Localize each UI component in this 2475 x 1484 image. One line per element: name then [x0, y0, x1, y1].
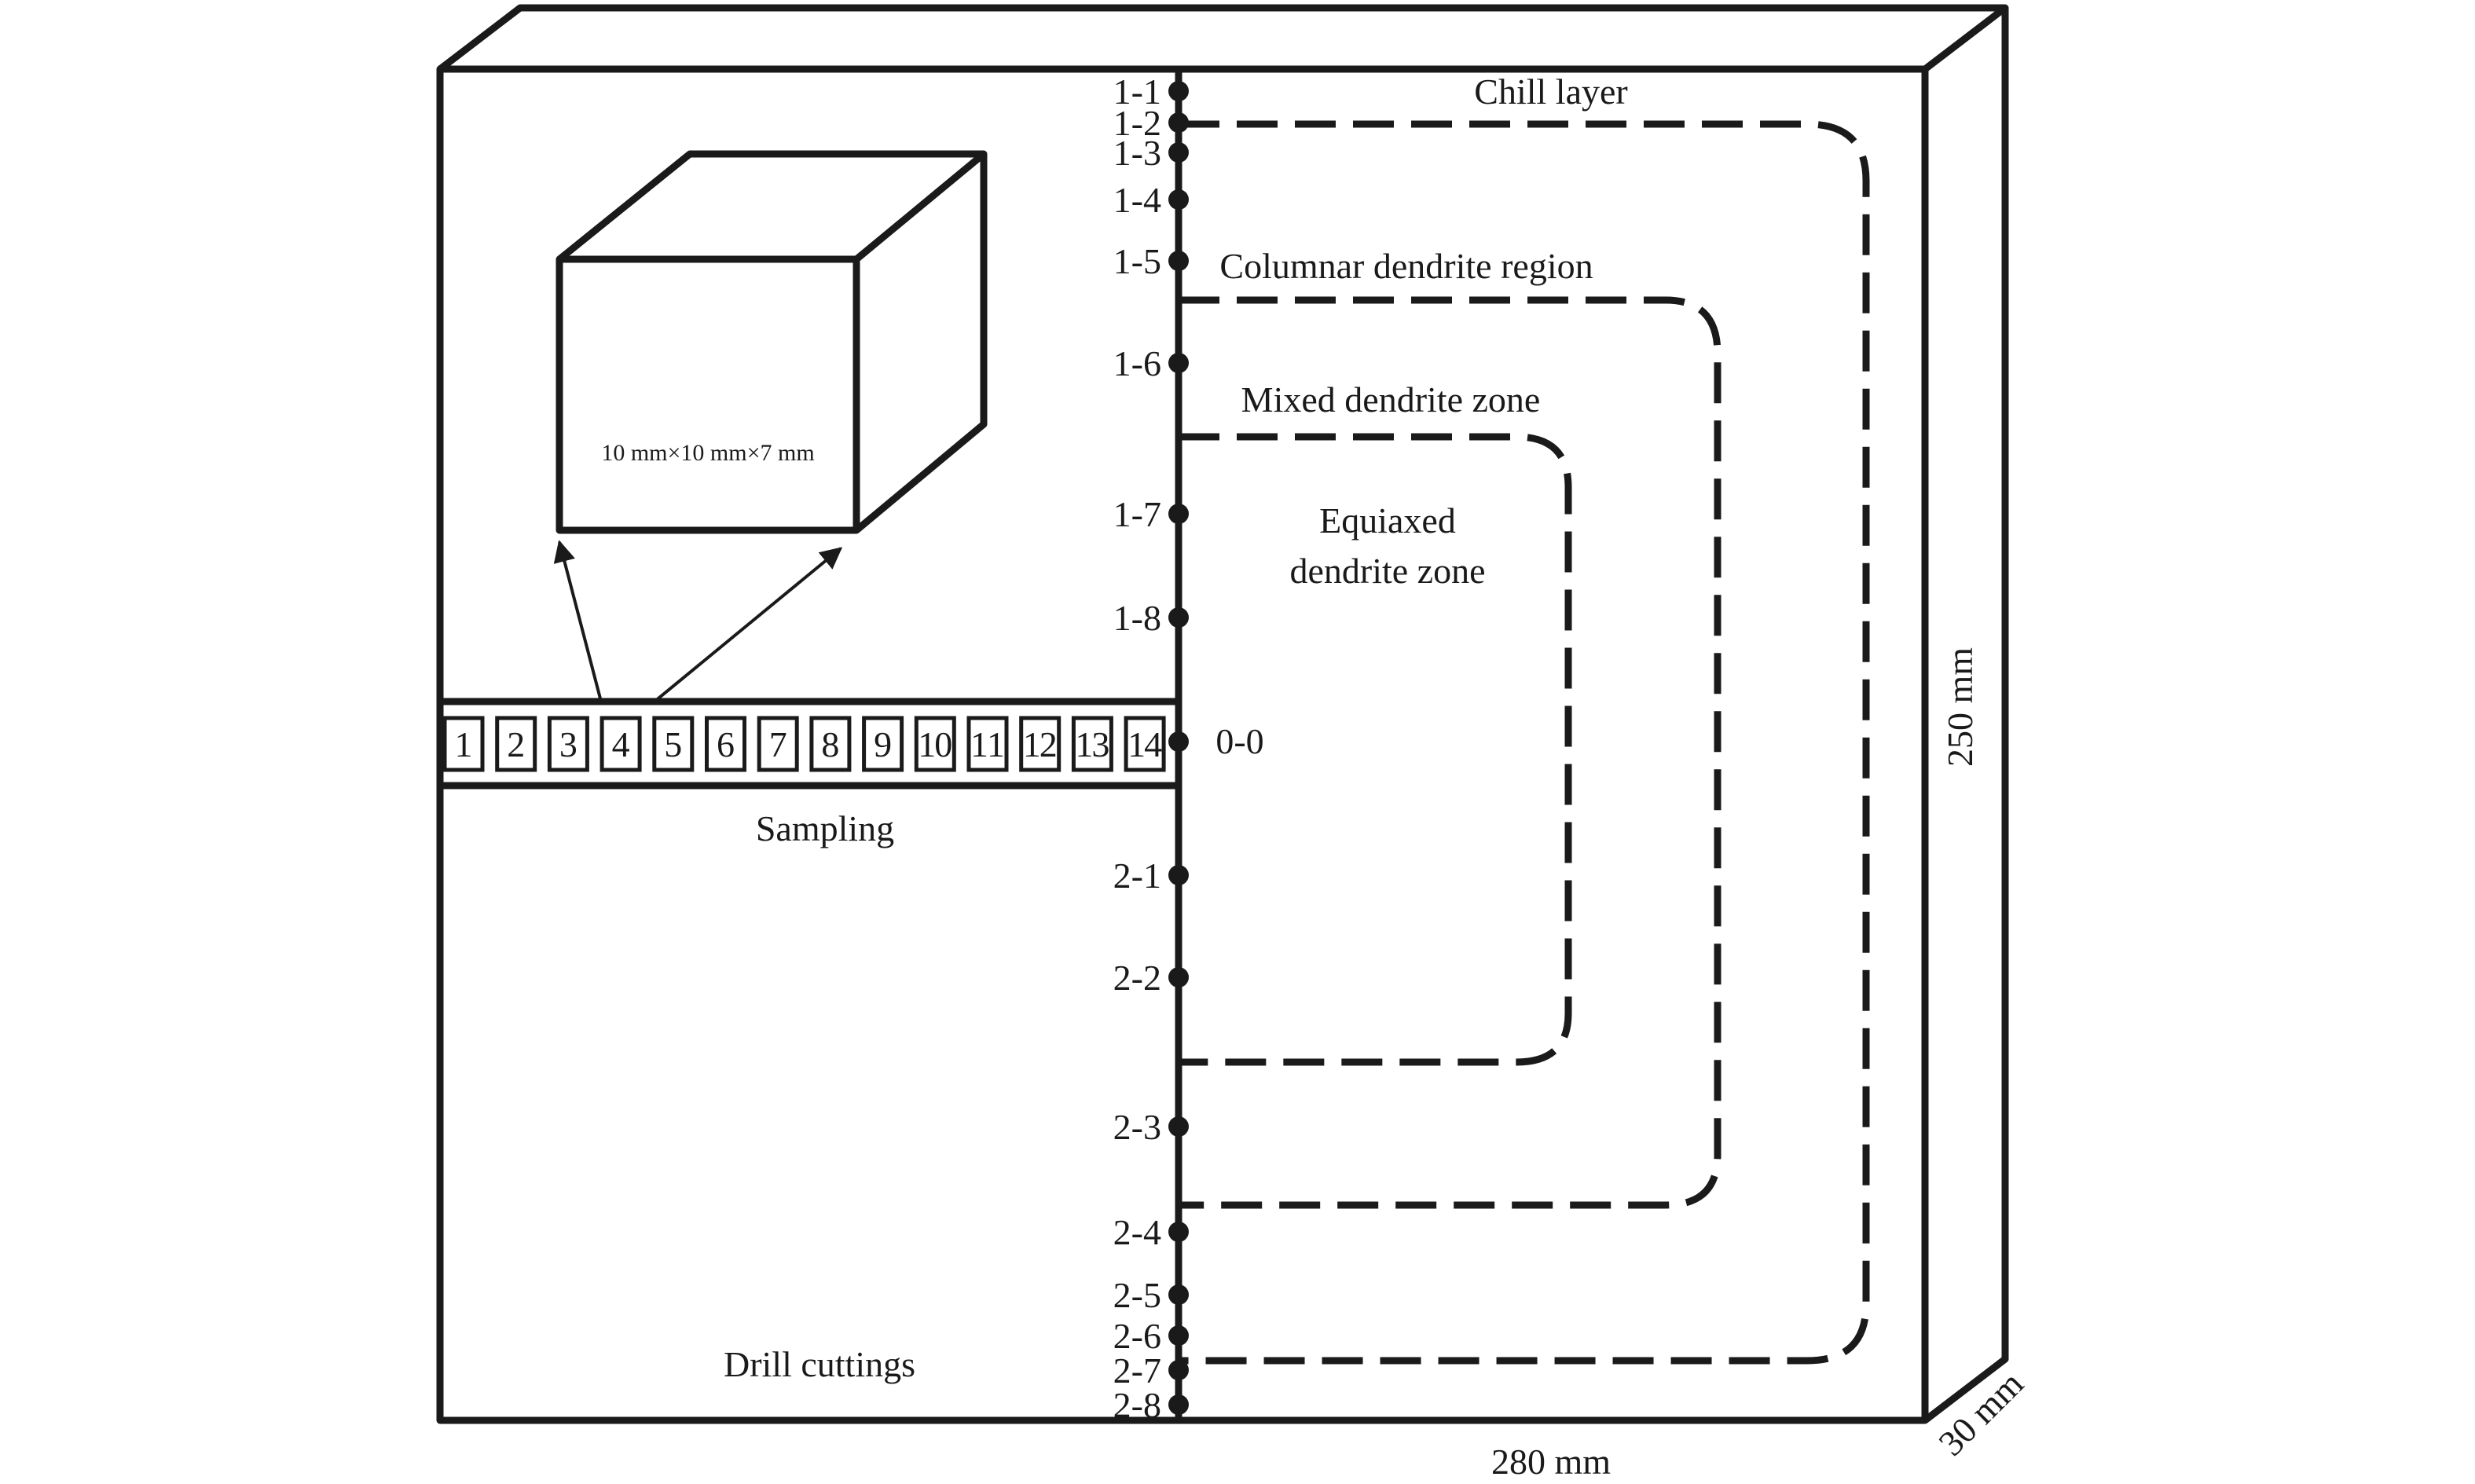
slab-top-face: [438, 4, 2009, 72]
sampling-point-lower-marker: [1168, 1222, 1189, 1242]
slab-front-face: [436, 65, 1929, 1424]
sample-cell-label: 4: [612, 724, 630, 764]
sample-cell-label: 2: [507, 724, 525, 764]
sample-cell-label: 6: [717, 724, 735, 764]
columnar-region-boundary: [1179, 296, 1722, 1209]
sampling-point-upper-marker: [1168, 142, 1189, 163]
chill-layer-boundary: [1179, 120, 1870, 1365]
sampling-point-lower-label: 2-5: [1113, 1275, 1161, 1315]
sampling-point-lower-label: 2-4: [1113, 1212, 1161, 1252]
sample-cell-box: [600, 716, 642, 772]
sampling-point-upper-marker: [1168, 112, 1189, 133]
sampling-point-upper-marker: [1168, 189, 1189, 210]
chill-layer-label: Chill layer: [1474, 71, 1627, 112]
sample-cell-box: [442, 716, 485, 772]
sampling-point-upper-label: 1-5: [1113, 241, 1161, 281]
sample-cell-label: 7: [769, 724, 787, 764]
sampling-point-lower-label: 2-3: [1113, 1107, 1161, 1147]
sampling-point-center-marker: [1168, 731, 1189, 752]
sample-cell-box: [757, 716, 799, 772]
cube-side-face: [854, 154, 988, 533]
sampling-point-upper-label: 1-8: [1113, 598, 1161, 638]
mixed-zone-label: Mixed dendrite zone: [1241, 379, 1541, 420]
width-dimension-label: 280 mm: [1491, 1442, 1611, 1480]
equiaxed-zone-label-line1: Equiaxed: [1319, 500, 1456, 540]
sample-cell-label: 14: [1128, 724, 1162, 764]
sampling-point-upper-marker: [1168, 251, 1189, 271]
sampling-point-lower-label: 2-2: [1113, 958, 1161, 998]
sampling-point-lower-label: 2-6: [1113, 1316, 1161, 1356]
sample-cube: [556, 150, 988, 534]
sampling-point-upper-label: 1-3: [1113, 133, 1161, 173]
sample-cell-label: 5: [664, 724, 682, 764]
sampling-point-upper-marker: [1168, 81, 1189, 101]
sample-cell-label: 11: [970, 724, 1005, 764]
arrow-left: [553, 540, 603, 702]
sampling-point-lower-label: 2-8: [1113, 1385, 1161, 1425]
sample-cell-box: [966, 716, 1009, 772]
sampling-point-lower-marker: [1168, 865, 1189, 885]
sampling-point-lower-marker: [1168, 1116, 1189, 1137]
sample-cell-box: [652, 716, 695, 772]
sample-cell-label: 10: [918, 724, 952, 764]
sampling-point-lower-label: 2-7: [1113, 1350, 1161, 1391]
sampling-point-lower-marker: [1168, 1394, 1189, 1415]
sample-cell-box: [705, 716, 746, 772]
sampling-label: Sampling: [756, 808, 894, 848]
sampling-point-upper-marker: [1168, 353, 1189, 373]
sampling-point-upper-marker: [1168, 504, 1189, 524]
sample-cell-label: 12: [1023, 724, 1058, 764]
sampling-point-upper-label: 1-6: [1113, 343, 1161, 383]
sample-cell-box: [862, 716, 904, 772]
arrow-right: [653, 547, 843, 703]
equiaxed-zone-label-line2: dendrite zone: [1289, 551, 1485, 591]
sampling-point-lower-label: 2-1: [1113, 856, 1161, 896]
sampling-point-lower-marker: [1168, 1325, 1189, 1346]
sample-cell-label: 3: [559, 724, 578, 764]
sample-cell-box: [495, 716, 537, 772]
sampling-point-upper-label: 1-4: [1113, 180, 1161, 220]
columnar-region-label: Columnar dendrite region: [1219, 246, 1593, 286]
cube-size-label: 10 mm×10 mm×7 mm: [601, 440, 814, 466]
sampling-point-upper-label: 1-1: [1113, 71, 1161, 112]
sample-cell-box: [1124, 716, 1166, 772]
height-dimension-label: 250 mm: [1940, 647, 1980, 767]
sampling-point-lower-marker: [1168, 1284, 1189, 1305]
cube-top-face: [557, 150, 988, 262]
sample-cell-box: [1019, 716, 1062, 772]
sample-cell-box: [914, 716, 956, 772]
sampling-point-upper-label: 1-7: [1113, 494, 1161, 534]
cube-front-face: [556, 255, 860, 534]
sample-cell-label: 8: [821, 724, 839, 764]
slab: [436, 4, 2009, 1424]
sampling-point-upper-label: 1-2: [1113, 103, 1161, 143]
sample-cell-label: 9: [874, 724, 892, 764]
slab-side-face: [1923, 8, 2009, 1424]
sample-cell-box: [547, 716, 589, 772]
sampling-point-lower-marker: [1168, 967, 1189, 988]
sample-cell-box: [1071, 716, 1113, 772]
sampling-points: 1-11-21-31-41-51-61-71-82-12-22-32-42-52…: [1113, 71, 1189, 1425]
zone-boundaries: [1179, 120, 1870, 1365]
sampling-point-lower-marker: [1168, 1360, 1189, 1380]
center-point-label: 0-0: [1216, 721, 1263, 761]
sample-cell-label: 13: [1075, 724, 1109, 764]
mixed-zone-boundary: [1179, 433, 1572, 1066]
sample-arrows: [553, 540, 843, 703]
sample-cell-box: [809, 716, 852, 772]
drill-cuttings-label: Drill cuttings: [724, 1344, 915, 1384]
sampling-point-upper-marker: [1168, 607, 1189, 628]
sample-cell-label: 1: [455, 724, 473, 764]
